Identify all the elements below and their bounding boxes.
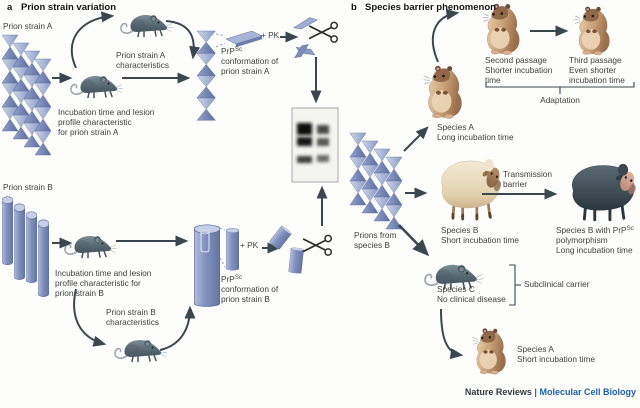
incubation-a-label: Incubation time and lesion profile chara…	[58, 107, 155, 137]
prion-strain-a-label: Prion strain A	[3, 21, 53, 31]
third-passage-label: Third passage Even shorter incubation ti…	[569, 55, 625, 85]
species-b-poly-label: Species B with PrPSc polymorphism Long i…	[556, 225, 634, 255]
prion-stack-species-b	[350, 133, 402, 229]
prp-sc-sheet-a	[225, 30, 263, 48]
prion-strain-b-label: Prion strain B	[3, 182, 53, 192]
panel-a-letter: a	[7, 2, 13, 13]
subclinical-carrier-label: Subclinical carrier	[524, 279, 590, 289]
arrows-panel-b	[398, 9, 569, 360]
dashed-projection-a	[215, 33, 226, 48]
dashed-projection-b	[219, 227, 226, 268]
strain-a-characteristics-label: Prion strain A characteristics	[116, 50, 170, 70]
adaptation-bracket	[485, 82, 635, 94]
prp-a-label: PrPSc conformation of prion strain A	[221, 46, 279, 76]
cleaved-fragments-a	[293, 17, 319, 59]
scissors-icon	[302, 234, 333, 257]
arrows-panel-a-top	[52, 11, 201, 84]
arrows-panel-a-bottom	[52, 235, 196, 351]
species-b-short-label: Species B Short incubation time	[441, 225, 519, 245]
panel-b-letter: b	[351, 2, 357, 13]
sheep-species-b-polymorphism	[570, 162, 639, 222]
pk-a-label: + PK	[261, 30, 280, 40]
adaptation-label: Adaptation	[540, 95, 580, 105]
prp-b-label: PrPSc conformation of prion strain B	[221, 274, 279, 304]
strain-b-characteristics-label: Prion strain B characteristics	[106, 307, 160, 327]
prion-column-strain-a-result	[197, 31, 215, 120]
panel-b-title: Species barrier phenomenon	[365, 2, 496, 13]
mouse-strain-a	[70, 75, 124, 99]
mouse-strain-b-passage	[114, 339, 168, 363]
hamster-species-a	[423, 65, 462, 119]
western-blot-gel	[291, 107, 339, 183]
hamster-species-a-bottom	[472, 328, 506, 375]
mouse-strain-b	[64, 235, 118, 259]
journal-footer: Nature Reviews | Molecular Cell Biology	[420, 387, 636, 397]
prion-stack-b	[2, 196, 49, 297]
mouse-strain-a-passage	[120, 14, 174, 38]
panel-a-title: Prion strain variation	[21, 2, 117, 13]
hamster-third-passage	[574, 6, 610, 56]
second-passage-label: Second passage Shorter incubation time	[485, 55, 553, 85]
journal-title: Molecular Cell Biology	[539, 387, 636, 397]
incubation-b-label: Incubation time and lesion profile chara…	[55, 268, 152, 298]
species-c-label: Species C No clinical disease	[437, 284, 506, 304]
prions-from-species-b-label: Prions from species B	[354, 230, 397, 250]
species-a-long-label: Species A Long incubation time	[437, 122, 514, 142]
subclinical-bracket	[509, 264, 521, 306]
sheep-species-b	[439, 157, 505, 221]
journal-separator: |	[534, 387, 537, 397]
cleaved-fragments-b	[268, 225, 304, 274]
pk-b-label: + PK	[240, 240, 259, 250]
prp-sc-cylinder-b	[194, 224, 220, 307]
cylinder-fragment-source	[226, 228, 239, 271]
species-a-short-label: Species A Short incubation time	[517, 344, 595, 364]
scissors-icon	[308, 21, 339, 44]
prion-stack-a	[2, 35, 51, 155]
transmission-barrier-label: Transmission barrier	[503, 169, 553, 189]
journal-publisher: Nature Reviews	[464, 387, 532, 397]
